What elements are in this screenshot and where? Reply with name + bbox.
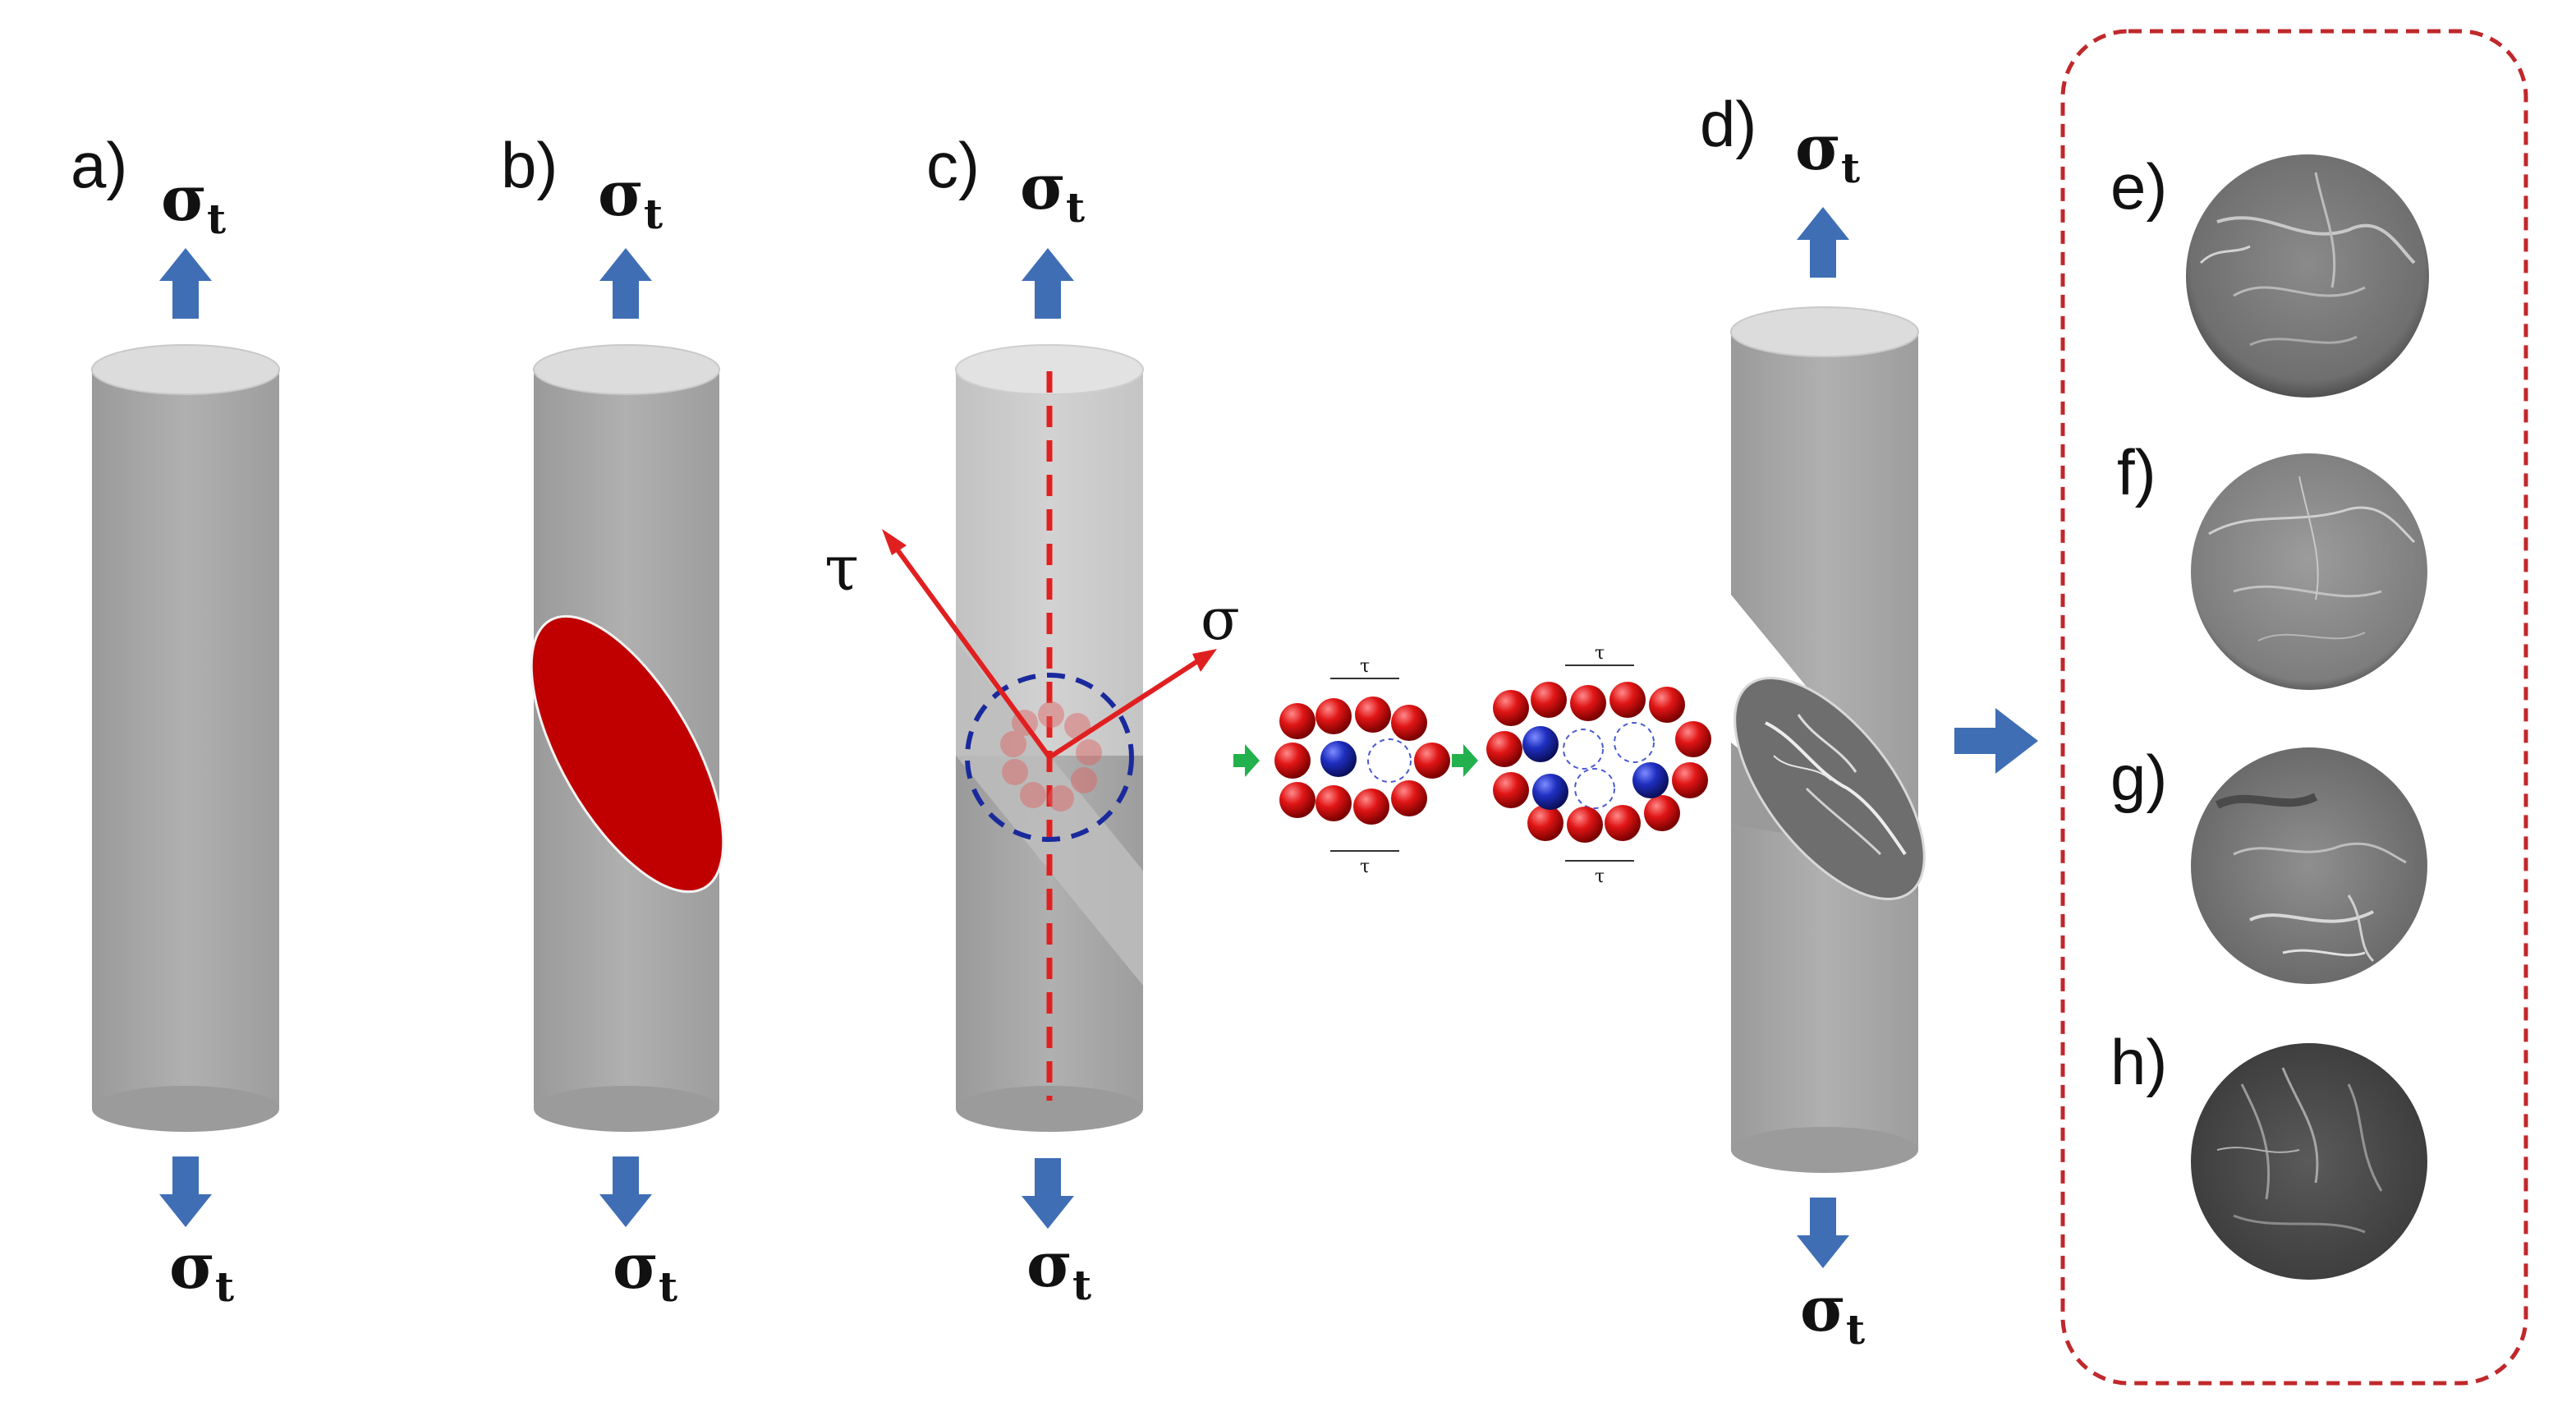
- svg-text:τ: τ: [1360, 857, 1370, 877]
- atomic-cluster-highlight: [965, 673, 1134, 842]
- svg-text:σt: σt: [1020, 150, 1085, 232]
- atomic-mechanism: τ τ τ τ: [1233, 643, 1711, 887]
- cylinder-c: [955, 344, 1144, 1132]
- fractography-panel: e) f) g) h): [2060, 29, 2528, 1386]
- tensile-arrow-down-icon: [1022, 1158, 1074, 1229]
- stress-label-top-a: σt: [161, 162, 226, 243]
- tensile-arrow-up-icon: [1022, 248, 1074, 319]
- sem-image-h: h): [2110, 1026, 2427, 1280]
- svg-text:σt: σt: [169, 1230, 234, 1311]
- atom-cluster-sheared: τ τ: [1486, 643, 1711, 887]
- tensile-arrow-up-icon: [159, 248, 212, 319]
- panel-label-b: b): [501, 129, 558, 201]
- sem-image-g: g): [2110, 742, 2427, 984]
- panel-label-f: f): [2117, 436, 2156, 508]
- stress-label-bottom-b: σt: [613, 1230, 677, 1311]
- panel-label-h: h): [2110, 1026, 2167, 1098]
- atom-cluster-initial: τ τ: [1274, 656, 1450, 877]
- svg-text:τ: τ: [1360, 656, 1370, 677]
- sigma-symbol: σ: [161, 162, 207, 235]
- stress-label-bottom-a: σt: [169, 1230, 234, 1311]
- shear-stress-label: τ: [824, 531, 859, 605]
- panel-c: c) σt τ σ: [824, 129, 1240, 1309]
- panel-d: d) σt σt: [1700, 88, 1926, 1354]
- stress-label-bottom-c: σt: [1026, 1228, 1091, 1309]
- stress-label-top-b: σt: [598, 157, 663, 238]
- tensile-arrow-down-icon: [599, 1156, 652, 1227]
- tensile-arrow-up-icon: [599, 248, 652, 319]
- svg-text:τ: τ: [1595, 643, 1605, 664]
- shear-vector: [889, 540, 1052, 759]
- step-arrow-icon: [1452, 744, 1478, 777]
- stress-label-top-d: σt: [1795, 111, 1860, 192]
- cylinder-a: [91, 344, 280, 1132]
- panel-label-g: g): [2110, 742, 2167, 814]
- svg-text:τ: τ: [1595, 867, 1605, 887]
- svg-text:σt: σt: [598, 157, 663, 238]
- stress-label-bottom-d: σt: [1800, 1272, 1865, 1354]
- sem-image-e: e): [2110, 150, 2429, 398]
- sigma-subscript: t: [207, 195, 226, 243]
- svg-text:σt: σt: [613, 1230, 677, 1311]
- panel-a: a) σt σt: [71, 129, 280, 1311]
- panel-b: b) σt σt: [501, 129, 725, 1311]
- panel-label-a: a): [71, 129, 127, 201]
- dashed-frame: [2060, 29, 2528, 1386]
- tensile-arrow-up-icon: [1797, 207, 1849, 278]
- tensile-arrow-down-icon: [159, 1156, 212, 1227]
- panel-label-c: c): [926, 129, 980, 201]
- step-arrow-icon: [1233, 744, 1260, 777]
- svg-text:σt: σt: [1795, 111, 1860, 192]
- normal-vector: [1048, 655, 1205, 760]
- sem-image-f: f): [2117, 436, 2427, 690]
- tensile-arrow-down-icon: [1797, 1198, 1849, 1268]
- svg-text:σt: σt: [161, 162, 226, 243]
- shear-band: [530, 614, 725, 894]
- ghost-atoms: [1000, 701, 1102, 812]
- panel-label-e: e): [2110, 150, 2167, 223]
- stress-label-top-c: σt: [1020, 150, 1085, 232]
- panel-label-d: d): [1700, 88, 1756, 160]
- svg-text:σt: σt: [1800, 1272, 1865, 1354]
- svg-text:σt: σt: [1026, 1228, 1091, 1309]
- result-arrow-icon: [1954, 708, 2038, 774]
- normal-stress-label: σ: [1201, 586, 1240, 653]
- fractured-cylinder: [1730, 306, 1926, 1173]
